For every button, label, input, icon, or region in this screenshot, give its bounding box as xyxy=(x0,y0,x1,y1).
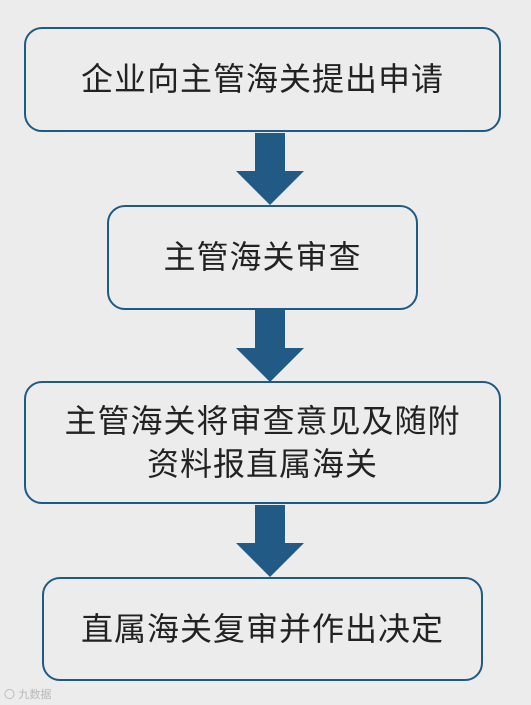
watermark: 〇 九数据 xyxy=(4,688,52,701)
step-4-label: 直属海关复审并作出决定 xyxy=(80,609,444,648)
step-box-1: 企业向主管海关提出申请 xyxy=(24,27,501,132)
step-1-label: 企业向主管海关提出申请 xyxy=(80,60,444,99)
step-3-label-line-2: 资料报直属海关 xyxy=(146,444,378,483)
arrow-down-icon xyxy=(236,505,304,577)
arrow-down-icon xyxy=(236,310,304,382)
step-2-label: 主管海关审查 xyxy=(163,238,362,277)
step-box-2: 主管海关审查 xyxy=(107,205,418,310)
arrow-down-icon xyxy=(236,133,304,205)
step-box-3: 主管海关将审查意见及随附 资料报直属海关 xyxy=(24,381,501,504)
step-box-4: 直属海关复审并作出决定 xyxy=(42,577,483,681)
step-3-label-line-1: 主管海关将审查意见及随附 xyxy=(64,402,461,441)
step-3-text: 主管海关将审查意见及随附 资料报直属海关 xyxy=(64,400,460,484)
